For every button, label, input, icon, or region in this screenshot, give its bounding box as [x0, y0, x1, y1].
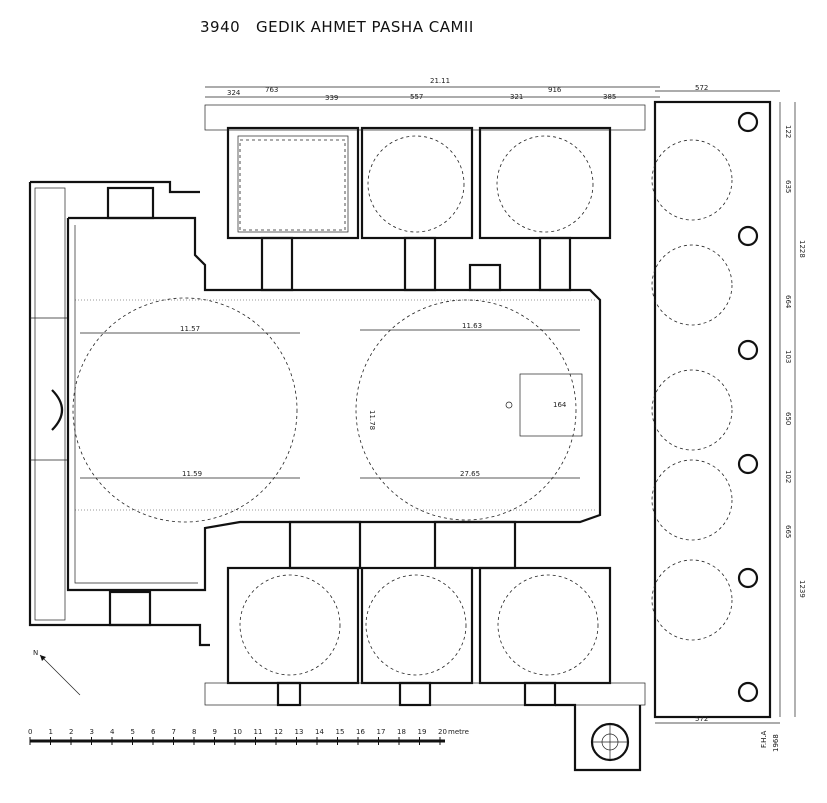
scale-tick-label: 6 [151, 728, 156, 736]
west-dome-circle [72, 297, 298, 523]
right-dim-5: 103 [784, 350, 792, 363]
mihrab-depth-dim: 164 [553, 401, 567, 409]
column-2-icon [737, 225, 759, 247]
top-seg-6: 916 [548, 86, 562, 94]
scale-tick-label: 8 [192, 728, 196, 736]
scale-unit: metre [448, 728, 469, 736]
scale-tick-label: 5 [131, 728, 135, 736]
column-4-icon [737, 453, 759, 475]
top-dimension-line: 21.11 324 763 339 557 321 916 385 572 [205, 77, 780, 102]
right-dim-4: 664 [784, 295, 792, 309]
center-dim: 11.78 [368, 410, 376, 430]
scale-tick-label: 18 [397, 728, 406, 736]
right-dim-3: 1228 [798, 240, 806, 258]
top-seg-1: 324 [227, 89, 241, 97]
right-top-dim: 572 [695, 84, 708, 92]
north-arrow-icon: N [33, 649, 81, 696]
top-seg-7: 385 [603, 93, 616, 101]
column-3-icon [737, 339, 759, 361]
main-dome-bottom-dim: 27.65 [460, 470, 480, 478]
right-dim-6: 650 [784, 412, 792, 425]
right-dim-9: 1239 [798, 580, 806, 598]
column-1-icon [737, 111, 759, 133]
mihrab-marker-icon [505, 401, 513, 409]
scale-tick-label: 11 [254, 728, 263, 736]
scale-tick-label: 9 [213, 728, 217, 736]
right-dim-2: 635 [784, 180, 792, 193]
right-dim-7: 102 [784, 470, 792, 483]
top-seg-5: 321 [510, 93, 523, 101]
scale-tick-label: 0 [28, 728, 32, 736]
signature-initials: F.H.A [760, 730, 768, 748]
top-seg-3: 339 [325, 94, 338, 102]
scale-tick-label: 14 [315, 728, 324, 736]
scale-tick-label: 4 [110, 728, 115, 736]
column-6-icon [737, 681, 759, 703]
bottom-right-dim: 572 [695, 715, 708, 723]
south-cells [204, 520, 646, 707]
main-dome-circle [355, 299, 577, 521]
top-seg-2: 763 [265, 86, 278, 94]
right-dimensions: 122 635 1228 664 103 650 102 665 1239 [784, 125, 806, 598]
svg-text:N: N [33, 649, 38, 657]
north-cells [204, 104, 646, 292]
scale-tick-label: 3 [90, 728, 94, 736]
west-span-dim: 11.57 [180, 325, 200, 333]
scale-tick-label: 13 [295, 728, 304, 736]
minaret-stair [555, 703, 642, 772]
mihrab-niche [519, 373, 583, 437]
scale-tick-label: 17 [377, 728, 386, 736]
scale-tick-label: 20 [438, 728, 447, 736]
column-5-icon [737, 567, 759, 589]
main-dome-width: 11.63 [462, 322, 482, 330]
top-seg-4: 557 [410, 93, 423, 101]
west-annex [28, 180, 210, 647]
scale-tick-label: 10 [233, 728, 242, 736]
west-span-bottom-dim: 11.59 [182, 470, 202, 478]
scale-tick-label: 2 [69, 728, 73, 736]
scale-tick-label: 7 [172, 728, 176, 736]
scale-tick-label: 19 [418, 728, 427, 736]
right-dim-1: 122 [784, 125, 792, 138]
plan-title: 3940 GEDIK AHMET PASHA CAMII [200, 18, 474, 36]
east-portico [651, 100, 796, 719]
prayer-hall: 11.63 27.65 11.57 11.59 164 11.78 [66, 216, 602, 592]
scale-tick-label: 1 [49, 728, 53, 736]
scale-tick-label: 16 [356, 728, 365, 736]
right-dim-8: 665 [784, 525, 792, 538]
signature-year: 1968 [772, 734, 780, 752]
scale-tick-label: 15 [336, 728, 345, 736]
top-total-dim: 21.11 [430, 77, 450, 85]
scale-tick-label: 12 [274, 728, 283, 736]
